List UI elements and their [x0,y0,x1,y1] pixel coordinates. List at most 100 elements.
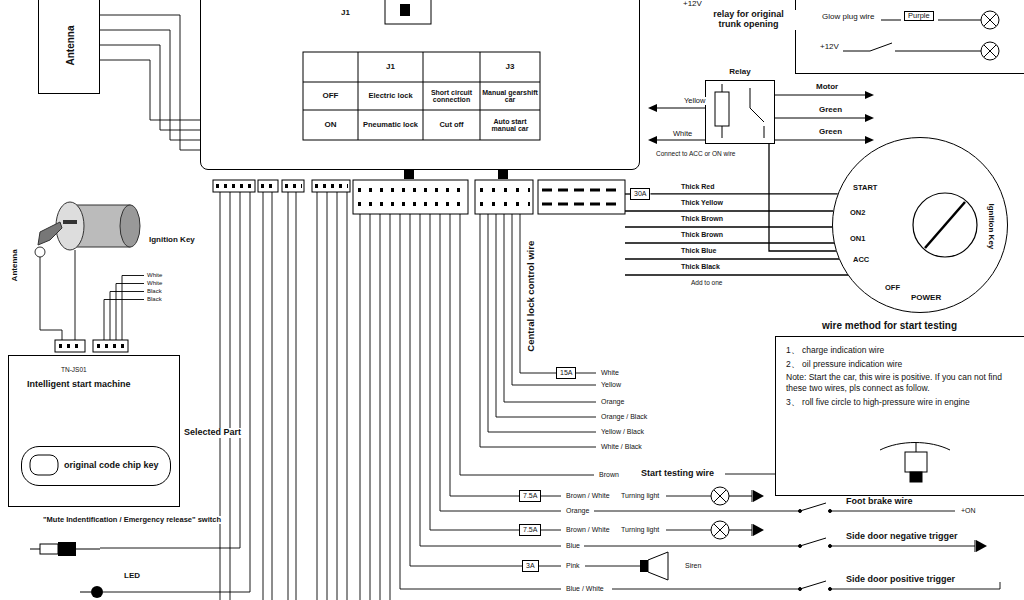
intelligent-start-machine-box: TN-JS01Intelligent start machineoriginal… [8,355,180,507]
part-label: Antenna [11,248,20,282]
wire-color-label: Thick Yellow [680,199,724,207]
wire-color-label: Yellow [600,381,622,389]
engine-sensor-symbol [905,452,927,472]
key-wire [122,276,144,341]
ground-symbol [752,490,753,502]
wire-color-label: Yellow [683,97,706,105]
harness-wire [370,214,371,600]
arrowhead [648,136,657,144]
ignition-wire [625,210,833,211]
wire-color-label: White [600,369,620,377]
wire-color-label: Brown / White [565,492,611,500]
harness-wire [337,192,338,600]
part-label: "Mute Indentification / Emergency releas… [42,516,222,524]
siren-symbol [640,560,648,572]
emergency-switch-symbol [76,549,100,550]
wire-function-label: Turning light [620,492,660,500]
harness-wire [512,214,596,385]
connector-pins [480,202,530,206]
wire-color-label: White [146,280,163,287]
key-wire [110,292,144,341]
node-text: J1 [341,9,350,18]
ignition-wire [625,242,834,243]
harness-wire [585,566,640,567]
node-text: 3A [526,562,535,570]
part-label: Selected Part [183,428,242,438]
antenna-wire [100,45,200,130]
note-text: 3、 roll five circle to high-pressure wir… [786,397,1004,408]
glow-plug-circuit [984,14,996,26]
harness-wire [360,214,361,600]
glow-plug-circuit [843,51,870,52]
ground-symbol [976,540,987,552]
relay-symbol [764,126,765,138]
wire-function-label: Turning light [620,526,660,534]
terminal-label: OFF [884,284,901,292]
harness-wire [612,589,800,590]
harness-connector [213,180,625,214]
ignition-switch-symbol [913,193,977,257]
chip-key-icon [30,455,58,475]
connector-pins [216,186,622,204]
ignition-key-illustration [35,202,140,257]
ignition-key-illustration [38,222,62,245]
jumper-symbol [385,0,431,24]
connector-pins [315,184,348,188]
engine-sensor-symbol [910,472,922,482]
antenna-wire [100,30,200,140]
switch-symbol [800,581,826,589]
relay-box: Relay [705,68,775,144]
harness-wire [594,511,800,512]
harness-wire [100,192,1000,600]
wire-color-label: Blue / White [565,585,605,593]
harness-wire [725,474,775,475]
wire-color-label: Pink [565,562,581,570]
mode-table-grid [303,110,540,111]
turning-lamp-symbol [714,524,726,536]
harness-wire [830,511,955,512]
wire-connector [769,144,836,251]
table-cell: Short circuit connection [425,84,478,108]
turning-lamp-symbol [714,490,726,502]
emergency-switch-symbol [30,542,100,556]
connector-pins [261,184,276,188]
emergency-switch-symbol [40,544,58,554]
turning-lamp-symbol [729,496,752,497]
harness-wire [584,546,800,547]
harness-wire [830,546,975,547]
harness-wire [347,192,348,600]
glow-plug-circuit [870,43,892,51]
harness-wire [380,214,381,600]
relay-symbol [722,84,723,92]
glow-plug-box: Glow plug wirePurple+12V [795,0,1024,74]
relay-symbol [750,88,751,108]
harness-wire [420,214,561,546]
harness-wire [666,496,711,497]
arrowhead [865,91,874,99]
node-text: 15A [560,369,572,377]
glow-plug-circuit [984,45,996,57]
turning-lamp-symbol [711,487,729,505]
terminal-label: ON2 [849,209,866,217]
wire-color-label: Blue [565,542,581,550]
node-text: 7.5A [523,526,537,534]
ignition-key-illustration [35,247,45,257]
harness-wire [430,214,561,530]
node-heading: Relay [705,68,775,80]
harness-wire [520,214,596,373]
connector-tab [404,170,414,179]
fuse-box: 7.5A [519,490,541,502]
harness-wire [496,214,596,417]
switch-symbol [829,588,832,591]
wire-color-label: Thick Black [680,263,721,271]
turning-lamp-symbol [711,487,752,539]
table-header: J3 [482,54,538,80]
wire-color-label: Green [818,128,843,137]
table-cell: OFF [305,84,356,108]
glow-plug-circuit [984,14,996,26]
node-text: Antenna [65,25,76,65]
harness-wire [263,192,264,600]
harness-wire [400,214,561,589]
harness-wire [230,192,231,600]
